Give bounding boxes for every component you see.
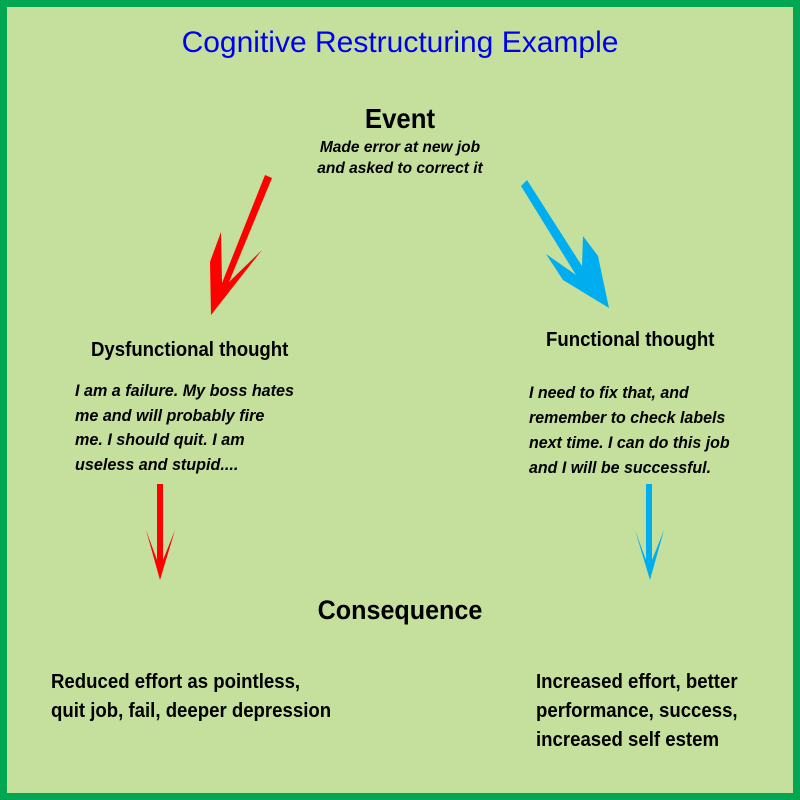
diagram-title: Cognitive Restructuring Example xyxy=(181,26,619,59)
event-heading: Event xyxy=(364,103,436,134)
event-to-functional-arrow xyxy=(521,180,609,308)
event-description: Made error at new job and asked to corre… xyxy=(317,139,483,177)
functional-consequence-text: Increased effort, better performance, su… xyxy=(536,671,738,751)
consequence-heading: Consequence xyxy=(317,595,483,625)
dysfunctional-thought-text: I am a failure. My boss hates me and wil… xyxy=(75,381,295,474)
dysfunctional-to-consequence-arrow xyxy=(146,484,175,580)
event-to-dysfunctional-arrow xyxy=(210,175,272,315)
functional-to-consequence-arrow xyxy=(635,484,664,580)
functional-thought-text: I need to fix that, and remember to chec… xyxy=(529,383,730,477)
dysfunctional-consequence-text: Reduced effort as pointless, quit job, f… xyxy=(51,671,332,722)
dysfunctional-thought-heading: Dysfunctional thought xyxy=(91,339,289,361)
functional-thought-heading: Functional thought xyxy=(546,329,715,351)
